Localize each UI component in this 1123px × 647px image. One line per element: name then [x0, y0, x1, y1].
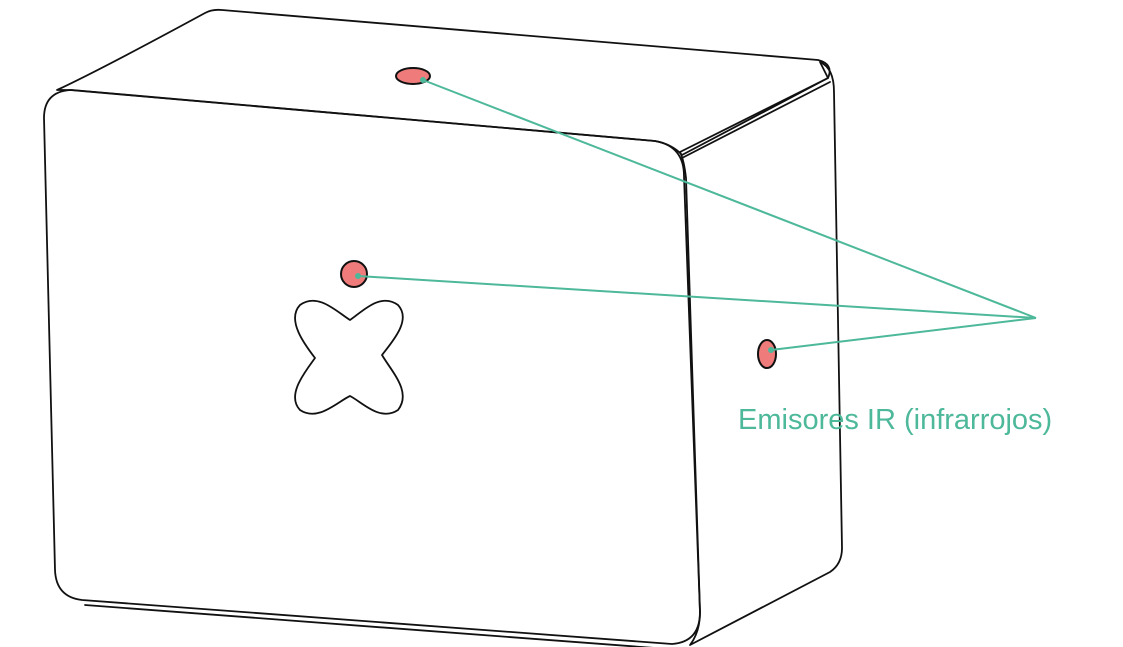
leader-dot-side	[768, 347, 774, 353]
device-top-side-edge	[681, 81, 831, 159]
ir-emitter-icon-side	[757, 339, 777, 369]
leader-line-side	[770, 317, 1037, 351]
leader-line-front	[357, 275, 1037, 319]
leader-dots	[355, 77, 774, 353]
cross-logo-icon	[294, 299, 404, 415]
device-front-bottom-edge	[84, 604, 654, 647]
leader-lines	[357, 79, 1037, 351]
device-top-face	[56, 8, 831, 156]
annotation-label: Emisores IR (infrarrojos)	[738, 404, 1052, 436]
device-side-face	[679, 61, 843, 646]
ir-emitter-icon-front	[340, 260, 368, 288]
leader-dot-front	[355, 273, 361, 279]
device-front-face	[43, 89, 701, 645]
leader-line-top	[422, 79, 1037, 319]
leader-dot-top	[420, 77, 426, 83]
device-body	[43, 8, 843, 647]
ir-emitters	[340, 67, 777, 369]
